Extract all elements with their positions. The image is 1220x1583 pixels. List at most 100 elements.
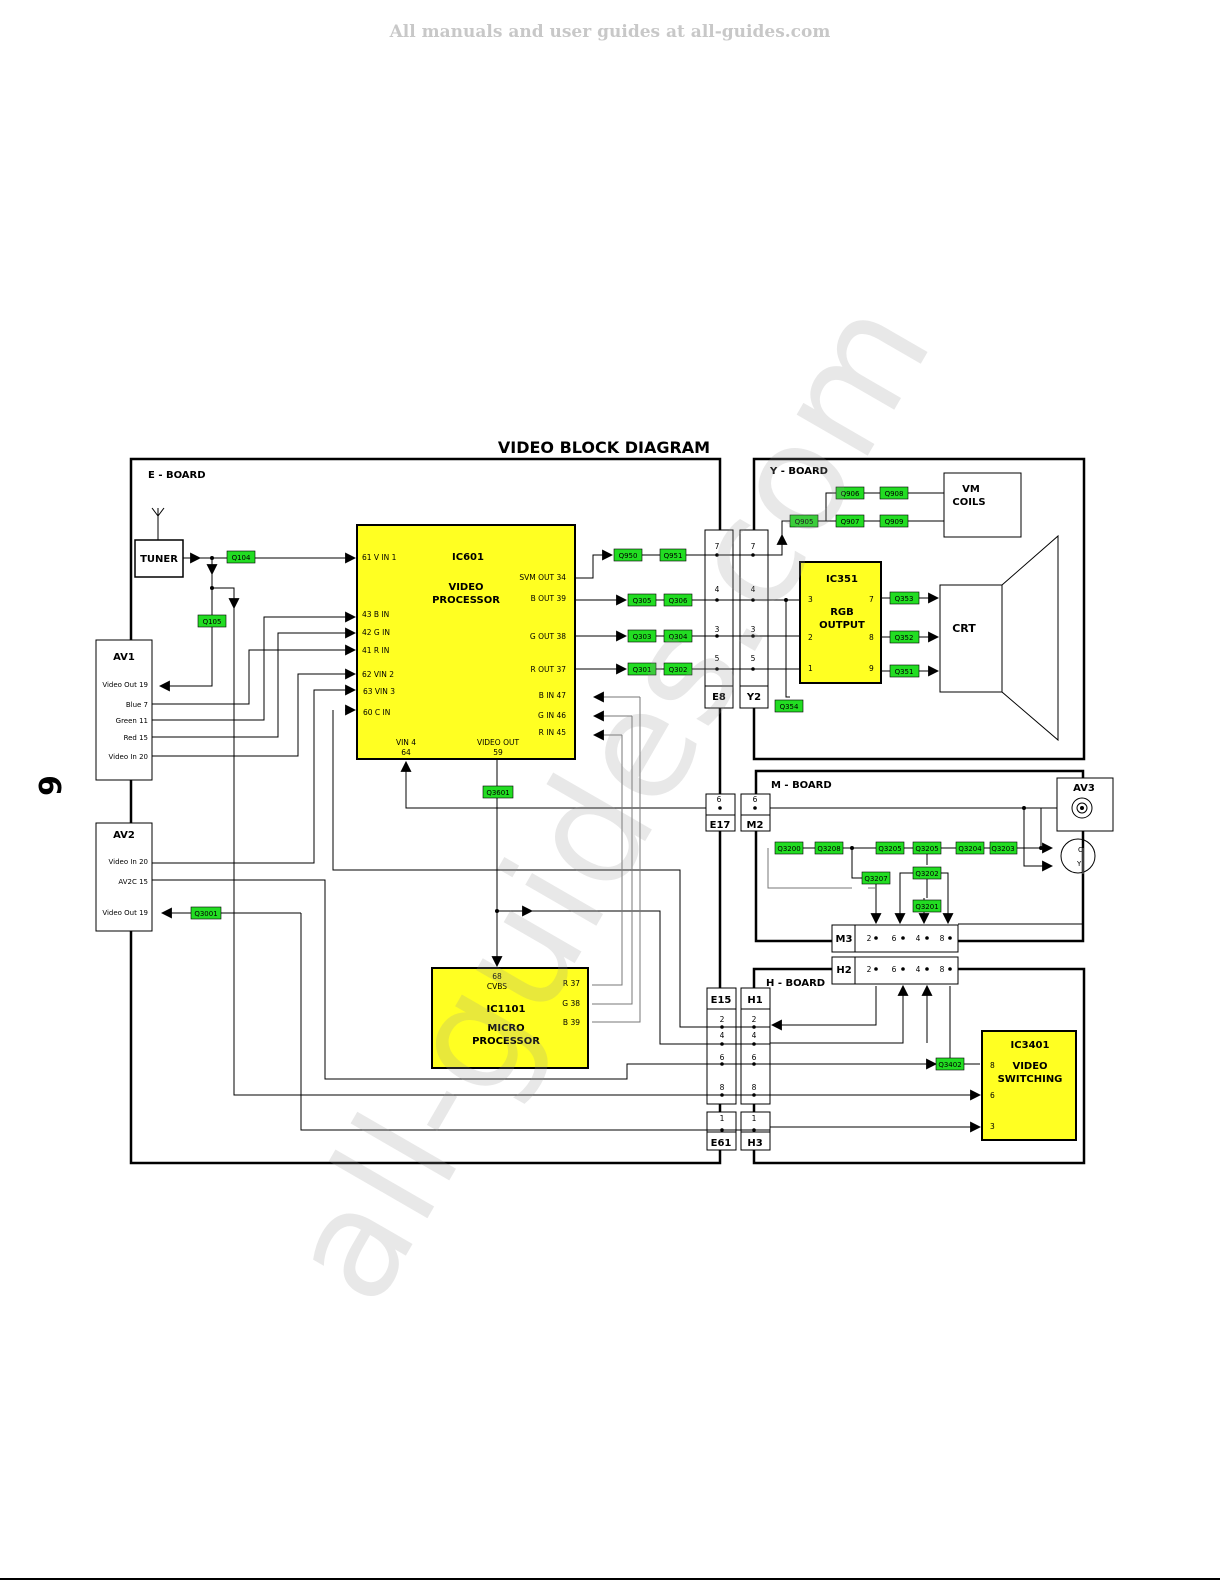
ic1101-top-cvbs: CVBS	[487, 982, 507, 991]
ic3401-pin-3: 3	[990, 1122, 995, 1131]
m3-connector	[831, 924, 959, 953]
h3-label: H3	[747, 1138, 762, 1149]
svg-text:Q104: Q104	[232, 554, 251, 562]
vm-coils-line2: COILS	[952, 497, 985, 508]
ic351-line1: RGB	[830, 607, 854, 618]
transistor-q3204: Q3204	[955, 841, 985, 855]
vm-coils-box	[943, 472, 1022, 538]
av1-pin-green: Green 11	[116, 717, 148, 725]
transistor-q352: Q352	[889, 630, 920, 644]
ic351-line2: OUTPUT	[819, 620, 865, 631]
ic601-pin-vin1: 61 V IN 1	[362, 553, 397, 562]
svg-text:Q3200: Q3200	[777, 845, 800, 853]
ic351-pin-2: 2	[808, 633, 813, 642]
ic351-pin-1: 1	[808, 664, 813, 673]
ic601-pin-vout: VIDEO OUT	[477, 738, 520, 747]
transistor-q354: Q354	[774, 699, 804, 713]
e15-pin-6: 6	[720, 1053, 725, 1062]
av2-label: AV2	[113, 830, 135, 841]
svideo-c-label: C	[1078, 846, 1083, 854]
m3-pin-4: 4	[916, 934, 921, 943]
y2-pin-3: 3	[751, 625, 756, 634]
m3-pin-6: 6	[892, 934, 897, 943]
ic601-pin-gin: 42 G IN	[362, 628, 390, 637]
transistor-q905: Q905	[789, 514, 819, 528]
av3-label: AV3	[1073, 783, 1095, 794]
transistor-q305: Q305	[627, 593, 657, 607]
m-board-frame	[754, 769, 1085, 943]
secondary-lines	[592, 691, 1084, 1023]
page-header: All manuals and user guides at all-guide…	[389, 22, 831, 42]
svg-text:Q905: Q905	[795, 518, 814, 526]
tuner-label: TUNER	[140, 554, 178, 565]
y2-pin-5: 5	[751, 654, 756, 663]
e61-pin-1: 1	[720, 1114, 725, 1123]
antenna-icon	[151, 507, 165, 540]
h1-label: H1	[747, 995, 762, 1006]
transistors: Q104 Q105 Q3001 Q3601 Q950 Q951 Q305 Q30…	[190, 486, 1018, 1071]
h1-pin-2: 2	[752, 1015, 757, 1024]
h2-pin-8: 8	[940, 965, 945, 974]
e15-pin-2: 2	[720, 1015, 725, 1024]
transistor-q302: Q302	[663, 662, 693, 676]
svg-text:Q906: Q906	[841, 490, 860, 498]
h2-label: H2	[836, 965, 851, 976]
vm-coils-line1: VM	[962, 484, 980, 495]
svg-text:Q908: Q908	[885, 490, 904, 498]
transistor-q3208: Q3208	[814, 841, 844, 855]
ic3401-box	[981, 1030, 1077, 1141]
av2-pin-video-out: Video Out 19	[102, 909, 148, 917]
page-number: 6	[30, 775, 66, 796]
ic1101-top-num: 68	[492, 972, 502, 981]
y2-pin-4: 4	[751, 585, 756, 594]
av2-pin-av2c: AV2C 15	[118, 878, 148, 886]
h1-pin-8: 8	[752, 1083, 757, 1092]
m-board-label: M - BOARD	[771, 780, 832, 791]
h3-connector	[740, 1111, 771, 1151]
e8-pin-5: 5	[715, 654, 720, 663]
svideo-y-label: Y	[1076, 860, 1082, 868]
ic601-pin-bin47: B IN 47	[539, 691, 567, 700]
transistor-q3205b: Q3205	[912, 841, 942, 855]
ic601-line2: PROCESSOR	[432, 595, 500, 606]
svg-text:Q950: Q950	[619, 552, 638, 560]
ic351-pin-7: 7	[869, 595, 874, 604]
svg-text:Q3402: Q3402	[938, 1061, 961, 1069]
svg-text:Q351: Q351	[895, 668, 914, 676]
transistor-q907: Q907	[835, 514, 865, 528]
ic351-pin-9: 9	[869, 664, 874, 673]
y-board-label: Y - BOARD	[769, 466, 828, 477]
e15-pin-8: 8	[720, 1083, 725, 1092]
transistor-q950: Q950	[613, 548, 643, 562]
svg-text:Q3202: Q3202	[915, 870, 938, 878]
junction-dots	[210, 553, 1043, 1132]
svg-text:Q304: Q304	[669, 633, 688, 641]
svg-text:Q302: Q302	[669, 666, 688, 674]
svg-text:Q352: Q352	[895, 634, 914, 642]
ic601-name: IC601	[452, 552, 484, 563]
ic1101-line1: MICRO	[487, 1023, 524, 1034]
transistor-q353: Q353	[889, 591, 920, 605]
ic3401-name: IC3401	[1011, 1040, 1050, 1051]
transistor-q104: Q104	[226, 550, 256, 564]
h2-pin-6: 6	[892, 965, 897, 974]
transistor-q303: Q303	[627, 629, 657, 643]
av1-pin-blue: Blue 7	[126, 701, 148, 709]
e17-label: E17	[710, 820, 731, 831]
h2-pin-4: 4	[916, 965, 921, 974]
e8-connector	[704, 529, 734, 709]
av2-pin-video-in: Video In 20	[109, 858, 148, 866]
h1-pin-4: 4	[752, 1031, 757, 1040]
svg-text:Q3207: Q3207	[864, 875, 887, 883]
av1-pin-video-out: Video Out 19	[102, 681, 148, 689]
connector-frames	[704, 529, 959, 1151]
av1-pin-video-in: Video In 20	[109, 753, 148, 761]
ic1101-line2: PROCESSOR	[472, 1036, 540, 1047]
ic601-pin-rin: 41 R IN	[362, 646, 389, 655]
ic601-pin-rout: R OUT 37	[531, 665, 567, 674]
ic1101-name: IC1101	[487, 1004, 526, 1015]
svg-text:Q3208: Q3208	[817, 845, 840, 853]
ic601-pin-vin4: VIN 4	[396, 738, 416, 747]
svg-text:Q3203: Q3203	[991, 845, 1014, 853]
y2-connector	[739, 529, 769, 709]
